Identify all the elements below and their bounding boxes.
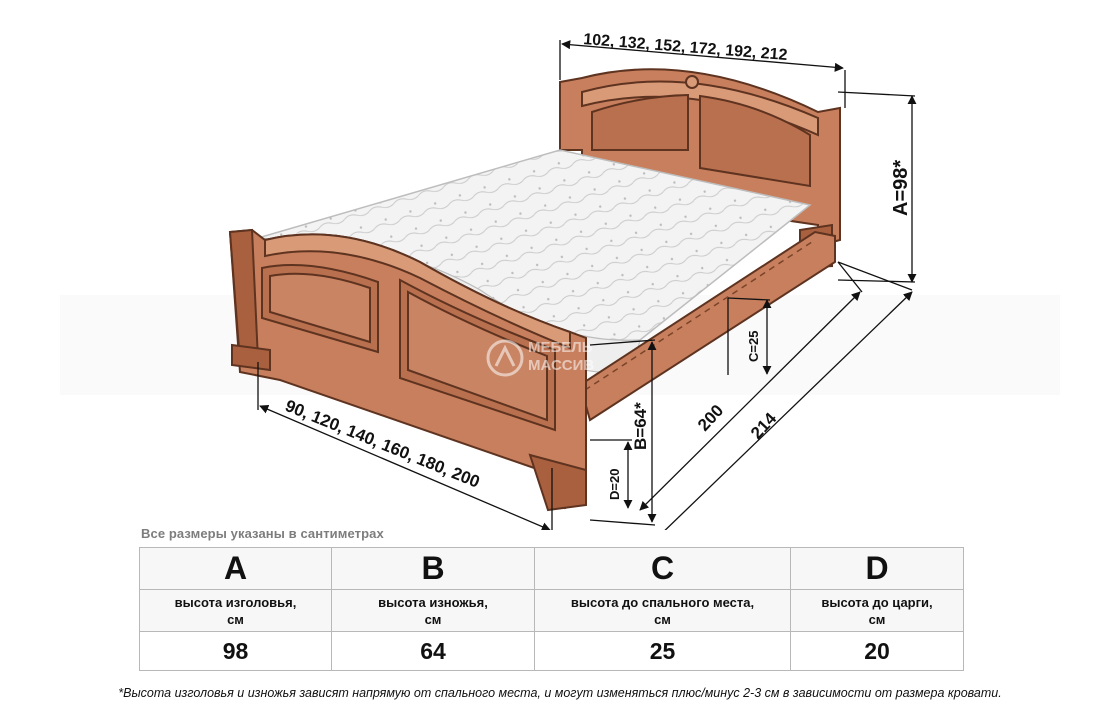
height-c-label: C=25 bbox=[746, 331, 761, 362]
table-row-descriptions: высота изголовья,см высота изножья,см вы… bbox=[139, 589, 964, 632]
letter-a: A bbox=[139, 547, 332, 590]
desc-b: высота изножья,см bbox=[331, 589, 535, 632]
value-d: 20 bbox=[790, 631, 964, 671]
height-a-label: A=98* bbox=[890, 160, 912, 216]
desc-d: высота до царги,см bbox=[790, 589, 964, 632]
letter-c: C bbox=[534, 547, 791, 590]
watermark-line2: МАССИВ bbox=[528, 357, 594, 374]
value-b: 64 bbox=[331, 631, 535, 671]
table-row-letters: A B C D bbox=[139, 547, 964, 590]
letter-b: B bbox=[331, 547, 535, 590]
value-a: 98 bbox=[139, 631, 332, 671]
letter-d: D bbox=[790, 547, 964, 590]
table-row-values: 98 64 25 20 bbox=[139, 631, 964, 671]
specs-table: A B C D высота изголовья,см высота изнож… bbox=[139, 547, 964, 671]
length-outer-label: 214 bbox=[747, 409, 781, 443]
footnote: *Высота изголовья и изножья зависят напр… bbox=[118, 686, 1002, 700]
desc-c: высота до спального места,см bbox=[534, 589, 791, 632]
dimension-lines bbox=[257, 40, 917, 530]
units-note: Все размеры указаны в сантиметрах bbox=[141, 526, 384, 541]
height-b-label: B=64* bbox=[631, 402, 650, 450]
desc-a: высота изголовья,см bbox=[139, 589, 332, 632]
watermark-logo: МЕБЕЛЬ МАССИВ bbox=[486, 339, 594, 377]
value-c: 25 bbox=[534, 631, 791, 671]
watermark-line1: МЕБЕЛЬ bbox=[528, 339, 593, 356]
headboard-width-label: 102, 132, 152, 172, 192, 212 bbox=[583, 31, 788, 64]
bed-diagram: МЕБЕЛЬ МАССИВ 102, 132, 152, 172 bbox=[228, 31, 917, 530]
height-d-label: D=20 bbox=[607, 469, 622, 500]
length-inner-label: 200 bbox=[694, 401, 727, 435]
